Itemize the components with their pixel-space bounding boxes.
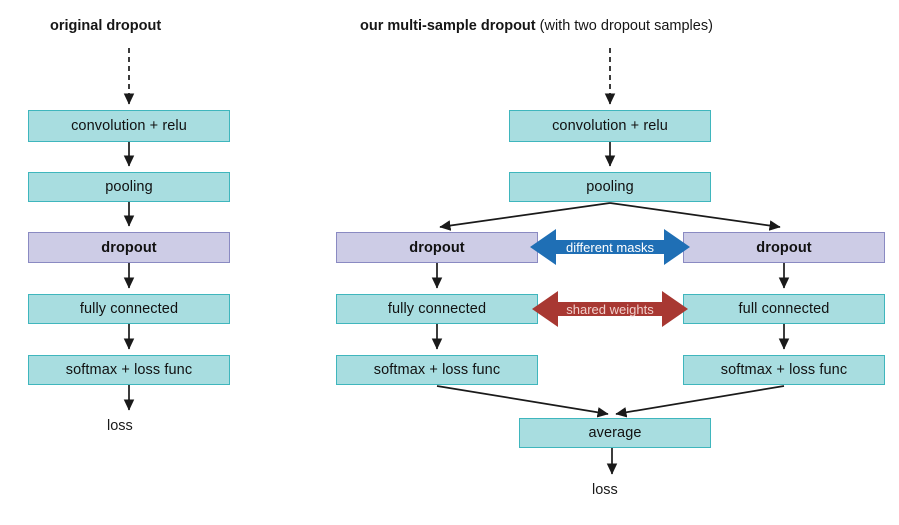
right-node-convolution-relu: convolution + relu <box>509 110 711 142</box>
left-node-pooling: pooling <box>28 172 230 202</box>
fanin-edge-right-to-average <box>615 385 785 418</box>
left-panel-title-bold: original dropout <box>50 18 162 34</box>
right-output-loss-label: loss <box>592 482 618 498</box>
shared-weights-label: shared weights <box>566 302 654 317</box>
branch-left-node-softmax-loss: softmax + loss func <box>336 355 538 385</box>
fanout-edge-to-left-dropout <box>439 202 611 231</box>
merge-node-average: average <box>519 418 711 448</box>
shared-weights-arrow <box>532 291 688 327</box>
fanin-edge-left-to-average <box>436 385 609 418</box>
branch-right-node-dropout: dropout <box>683 232 885 263</box>
left-node-dropout: dropout <box>28 232 230 263</box>
left-node-fully-connected: fully connected <box>28 294 230 324</box>
fanout-edge-to-right-dropout <box>609 202 781 231</box>
branch-left-node-dropout: dropout <box>336 232 538 263</box>
right-panel-title: our multi-sample dropout (with two dropo… <box>360 18 713 34</box>
branch-right-node-full-connected: full connected <box>683 294 885 324</box>
left-panel-title: original dropout <box>50 18 161 34</box>
right-node-pooling: pooling <box>509 172 711 202</box>
right-panel-title-rest: (with two dropout samples) <box>535 18 713 34</box>
left-node-softmax-loss: softmax + loss func <box>28 355 230 385</box>
left-output-loss-label: loss <box>107 418 133 434</box>
left-node-convolution-relu: convolution + relu <box>28 110 230 142</box>
right-panel-title-bold: our multi-sample dropout <box>360 18 536 34</box>
branch-left-node-fully-connected: fully connected <box>336 294 538 324</box>
different-masks-arrow <box>530 229 690 265</box>
branch-right-node-softmax-loss: softmax + loss func <box>683 355 885 385</box>
different-masks-label: different masks <box>566 240 654 255</box>
